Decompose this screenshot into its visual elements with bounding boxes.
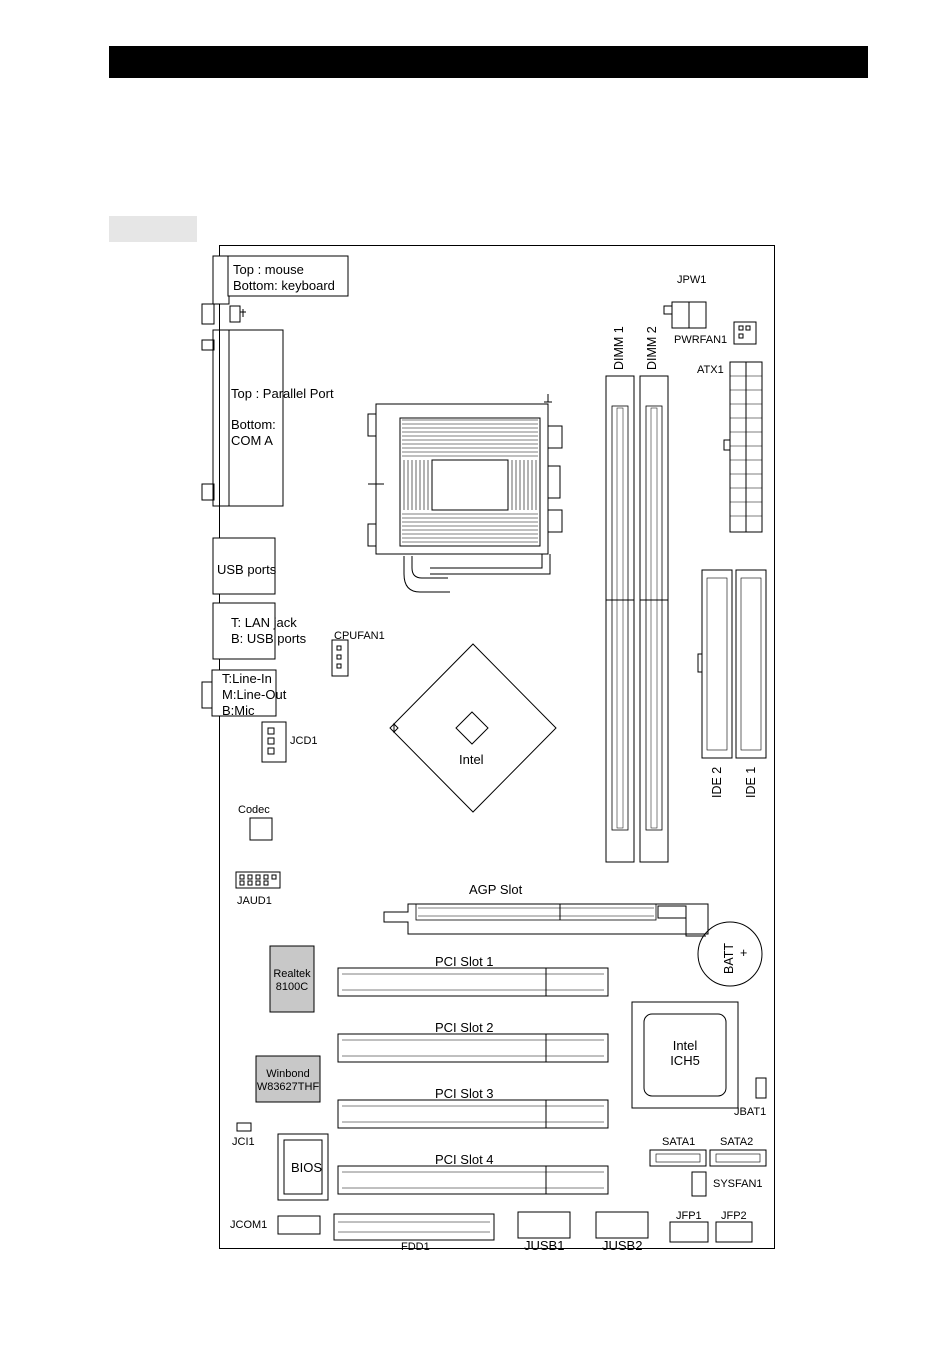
lan-jack-label: T: LAN jack: [231, 615, 297, 630]
cpufan1-label: CPUFAN1: [334, 630, 385, 642]
sysfan1-label: SYSFAN1: [713, 1178, 763, 1190]
lan-usb-label: B: USB ports: [231, 631, 307, 646]
parallel-port-label: Top : Parallel Port: [231, 386, 334, 401]
battery: [697, 921, 763, 987]
northbridge-label: Intel: [459, 752, 484, 767]
bios-label: BIOS: [291, 1160, 323, 1175]
agp-slot: [383, 903, 709, 937]
pci-slot-3-label: PCI Slot 3: [435, 1086, 494, 1101]
jfp2-label: JFP2: [721, 1210, 747, 1222]
dimm2-label: DIMM 2: [645, 326, 659, 370]
ps2-bottom-label: Bottom: keyboard: [233, 278, 335, 293]
line-in-label: T:Line-In: [222, 671, 272, 686]
jbat1-label: JBAT1: [734, 1106, 767, 1118]
ide1-label: IDE 1: [744, 766, 758, 798]
ps2-top-label: Top : mouse: [233, 262, 304, 277]
jusb2-label: JUSB2: [602, 1238, 643, 1253]
pwrfan1-label: PWRFAN1: [674, 334, 728, 346]
header-bar: [109, 46, 868, 78]
motherboard-outline: [219, 245, 775, 1249]
jci1-label: JCI1: [232, 1136, 255, 1148]
com-a-label: COM A: [231, 433, 273, 448]
dimm1-label: DIMM 1: [612, 326, 626, 370]
winbond-label-2: W83627THF: [256, 1081, 320, 1093]
line-out-label: M:Line-Out: [222, 687, 287, 702]
jcd1-label: JCD1: [290, 735, 318, 747]
cpu-socket: [367, 394, 563, 593]
pci-slots: [337, 967, 609, 1195]
ide-connectors: [697, 569, 767, 759]
bottom-headers: [277, 1077, 767, 1243]
pci-slot-4-label: PCI Slot 4: [435, 1152, 494, 1167]
sata1-label: SATA1: [662, 1136, 696, 1148]
section-tab: [109, 216, 197, 242]
realtek-label-2: 8100C: [275, 981, 309, 993]
codec-label: Codec: [238, 804, 270, 816]
battery-label: BATT: [722, 942, 736, 974]
pci-slot-2-label: PCI Slot 2: [435, 1020, 494, 1035]
atx1-label: ATX1: [697, 364, 724, 376]
ide2-label: IDE 2: [710, 766, 724, 798]
sata2-label: SATA2: [720, 1136, 754, 1148]
jaud1-label: JAUD1: [237, 895, 272, 907]
dimm-slots: [605, 375, 669, 863]
jcom1-label: JCOM1: [230, 1219, 268, 1231]
battery-plus-label: +: [740, 946, 748, 960]
ich5-label-2: ICH5: [670, 1053, 700, 1068]
power-connectors: [663, 301, 763, 533]
usb-ports-label: USB ports: [217, 562, 277, 577]
ich5-label-1: Intel: [672, 1038, 698, 1053]
fdd1-label: FDD1: [401, 1241, 430, 1253]
pci-slot-1-label: PCI Slot 1: [435, 954, 494, 969]
bottom-label: Bottom:: [231, 417, 276, 432]
back-panel-connectors: [201, 255, 349, 717]
winbond-label-1: Winbond: [266, 1068, 310, 1080]
northbridge-chip: [389, 643, 557, 813]
small-headers: [235, 639, 349, 1132]
agp-slot-label: AGP Slot: [469, 882, 523, 897]
mic-label: B:Mic: [222, 703, 255, 718]
jpw1-label: JPW1: [677, 274, 707, 286]
jfp1-label: JFP1: [676, 1210, 702, 1222]
realtek-label-1: Realtek: [273, 968, 311, 980]
jusb1-label: JUSB1: [524, 1238, 565, 1253]
onboard-chips: [255, 945, 739, 1201]
